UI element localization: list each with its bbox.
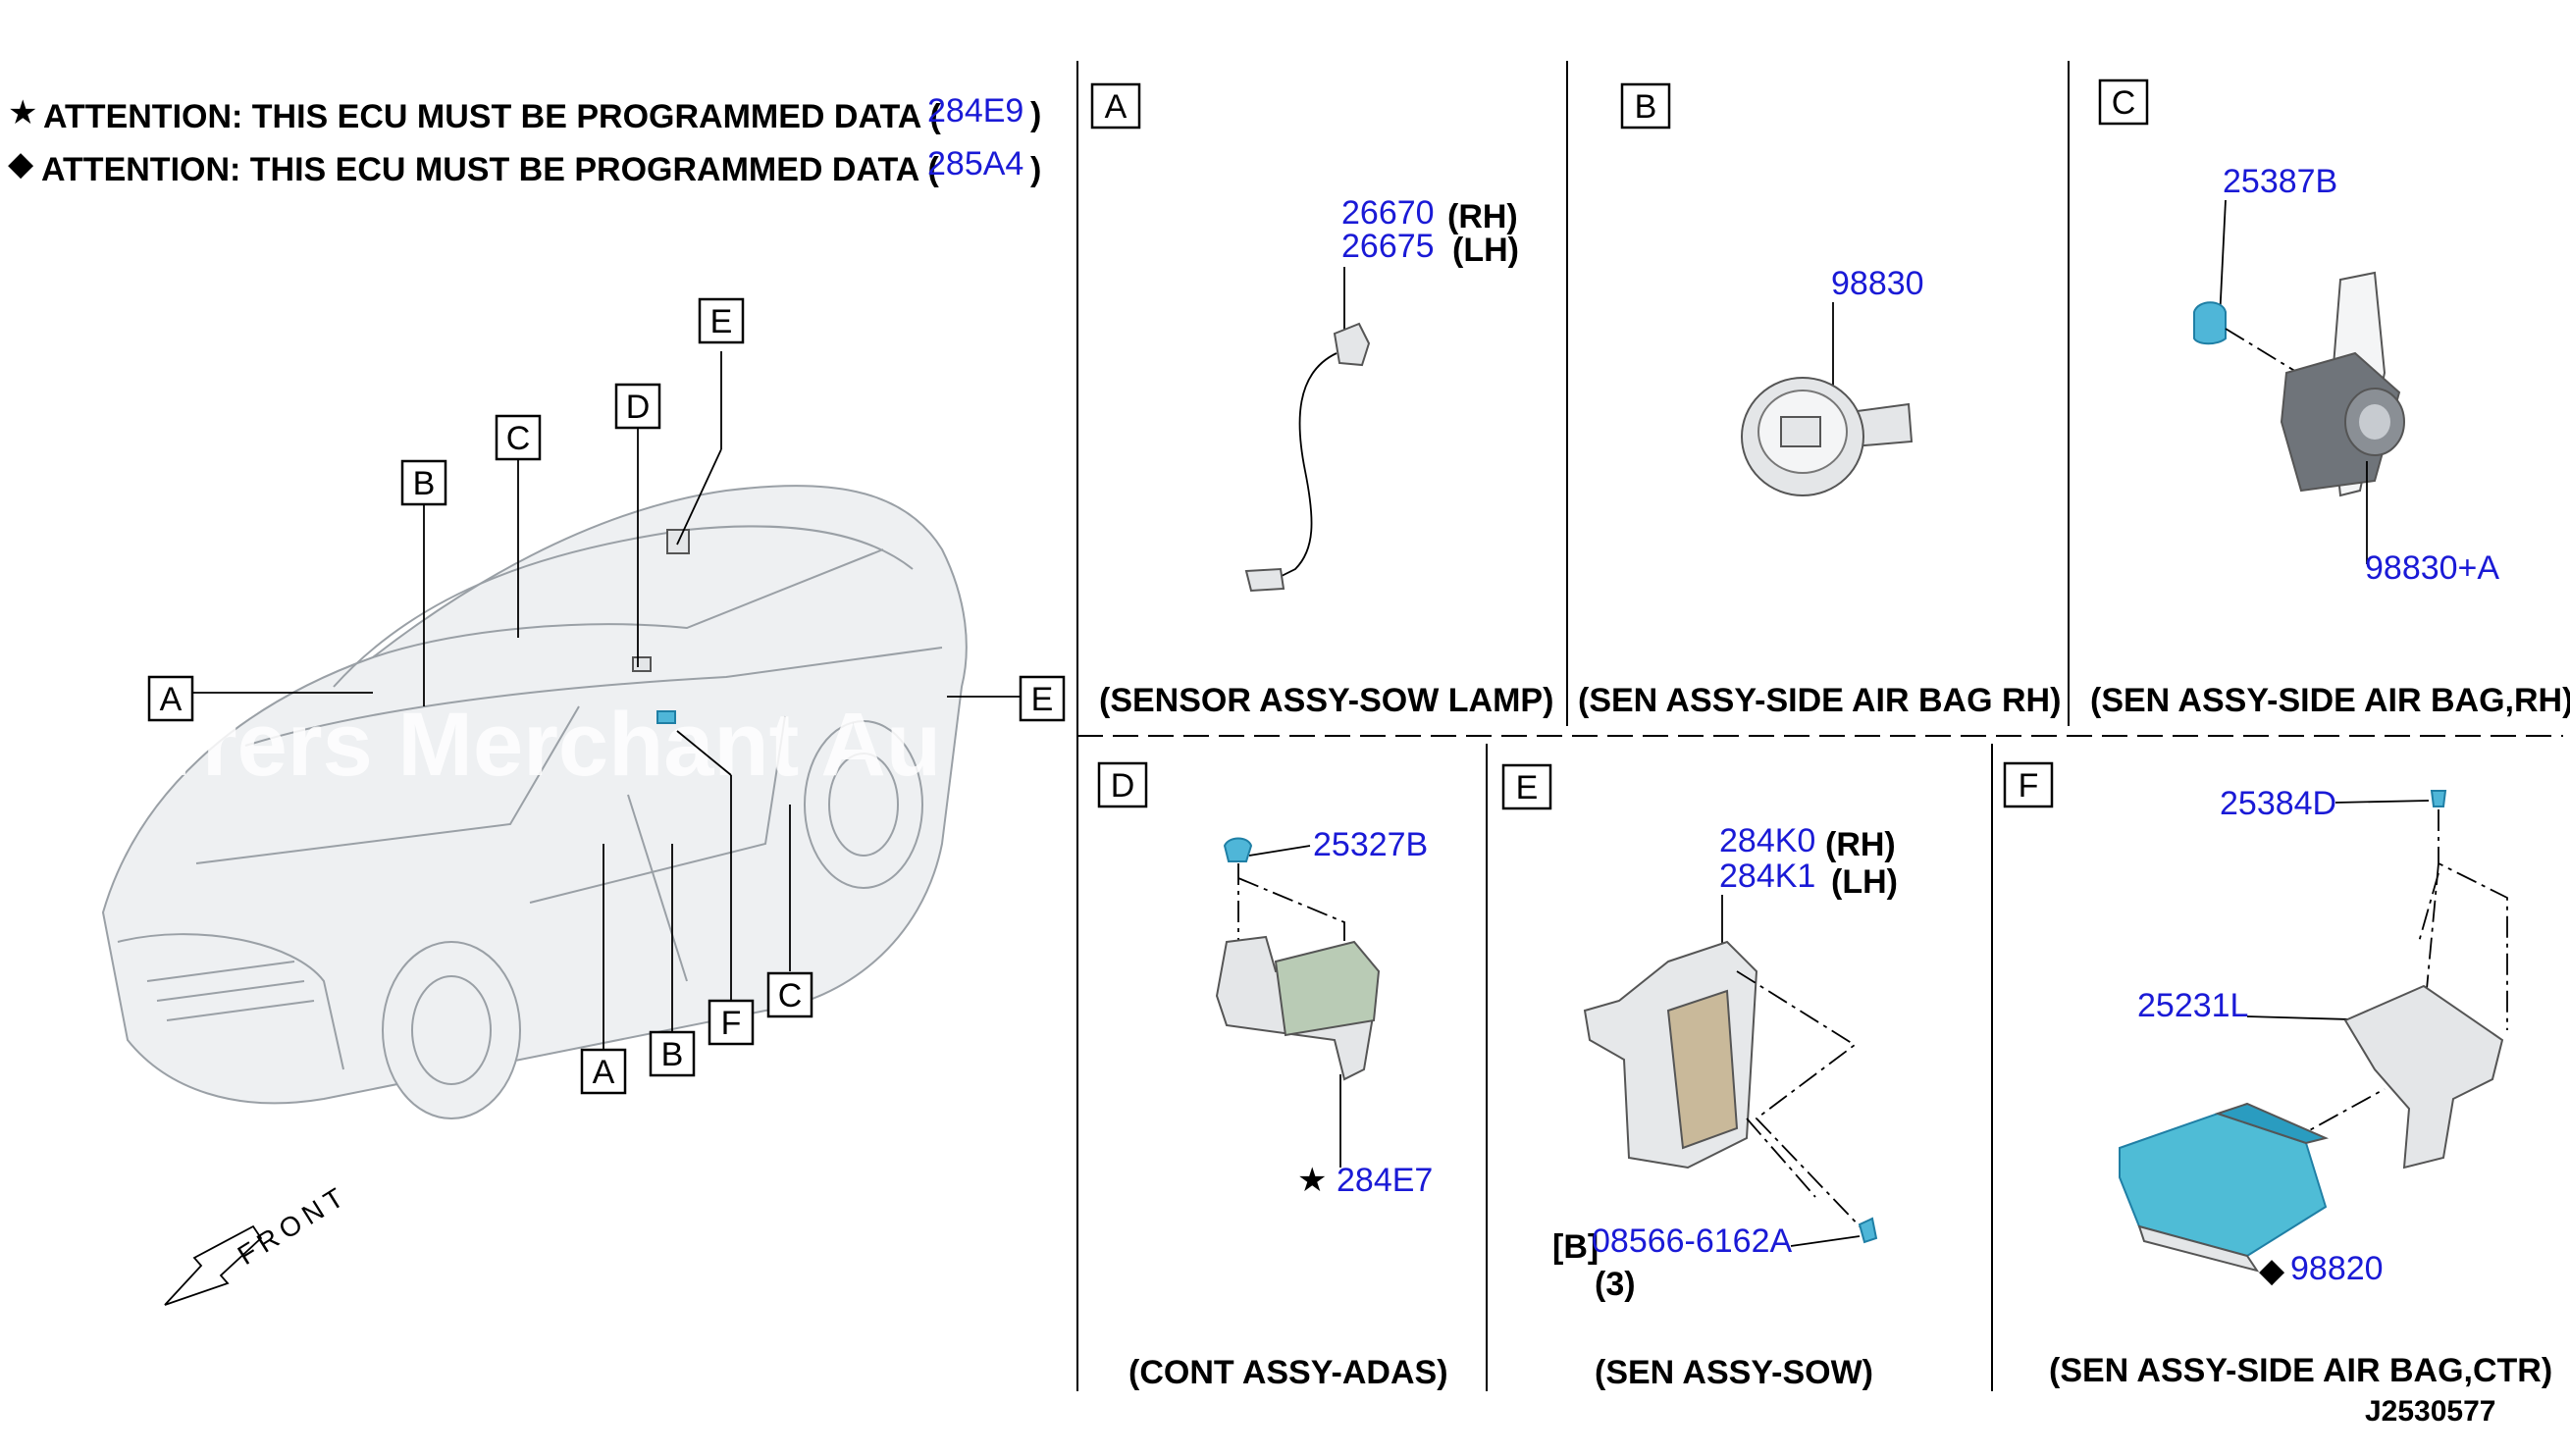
panel-e-caption: (SEN ASSY-SOW)	[1595, 1354, 1873, 1391]
part-number-284K1[interactable]: 284K1	[1719, 858, 1815, 895]
panel-e-letter: E	[1516, 769, 1539, 806]
svg-text:C: C	[506, 420, 531, 457]
front-arrow-icon: FRONT	[164, 1179, 354, 1306]
diamond-symbol: ◆	[8, 145, 34, 182]
part-number-284E9[interactable]: 284E9	[927, 92, 1023, 130]
attention-notes: ★ ATTENTION: THIS ECU MUST BE PROGRAMMED…	[8, 92, 1041, 188]
diagram-id: J2530577	[2365, 1395, 2495, 1428]
callout-c-top[interactable]: C	[495, 414, 542, 461]
watermark: rrers Merchant Au	[167, 695, 941, 795]
part-qty-3: (3)	[1595, 1266, 1636, 1303]
svg-text:F: F	[721, 1005, 742, 1042]
panel-d: D 25327B ★ 284E7 (CONT ASSY-ADAS)	[1097, 761, 1448, 1391]
panel-c-letter: C	[2112, 84, 2136, 122]
car-illustration	[101, 485, 968, 1119]
overview-leaders	[191, 351, 1021, 1050]
panel-f-caption: (SEN ASSY-SIDE AIR BAG,CTR)	[2049, 1352, 2552, 1389]
part-number-25387B[interactable]: 25387B	[2223, 163, 2337, 200]
callout-d-top[interactable]: D	[614, 383, 661, 430]
part-number-285A4[interactable]: 285A4	[927, 145, 1023, 182]
panel-c-caption: (SEN ASSY-SIDE AIR BAG,RH)	[2090, 682, 2570, 719]
panel-d-letter: D	[1111, 767, 1135, 805]
svg-text:A: A	[593, 1054, 615, 1091]
panel-e: E 284K0 (RH) 284K1 (LH) [B] 08566-6162A …	[1501, 763, 1898, 1391]
svg-text:A: A	[160, 681, 183, 718]
part-number-25327B[interactable]: 25327B	[1313, 826, 1428, 863]
panel-b-caption: (SEN ASSY-SIDE AIR BAG RH)	[1578, 682, 2061, 719]
attention-line-1: ATTENTION: THIS ECU MUST BE PROGRAMMED D…	[43, 98, 941, 135]
callout-b-top[interactable]: B	[400, 459, 447, 506]
part-number-98830[interactable]: 98830	[1831, 265, 1924, 302]
part-number-26675[interactable]: 26675	[1341, 228, 1435, 265]
callout-b-bottom[interactable]: B	[649, 1030, 696, 1077]
svg-text:C: C	[778, 977, 803, 1014]
part-number-284K0[interactable]: 284K0	[1719, 822, 1815, 859]
callout-f-bottom[interactable]: F	[708, 999, 755, 1046]
svg-text:B: B	[413, 465, 436, 502]
svg-text:B: B	[661, 1036, 684, 1073]
part-number-284E7[interactable]: 284E7	[1337, 1162, 1433, 1199]
attention-line-2: ATTENTION: THIS ECU MUST BE PROGRAMMED D…	[41, 151, 939, 188]
part-number-25384D[interactable]: 25384D	[2220, 785, 2336, 822]
attention-close-2: )	[1030, 151, 1041, 188]
panel-d-caption: (CONT ASSY-ADAS)	[1128, 1354, 1448, 1391]
callout-c-bottom[interactable]: C	[766, 971, 813, 1018]
part-number-98830-a[interactable]: 98830+A	[2365, 549, 2499, 587]
part-number-25231L[interactable]: 25231L	[2137, 987, 2248, 1024]
part-suffix-lh: (LH)	[1452, 232, 1519, 269]
panel-f-letter: F	[2019, 767, 2039, 805]
svg-text:FRONT: FRONT	[233, 1179, 354, 1271]
panel-frame	[1076, 61, 2563, 1391]
panel-a-letter: A	[1105, 88, 1128, 126]
panel-c: C 25387B 98830+A (SEN ASSY-SIDE AIR BAG,…	[2090, 78, 2570, 719]
svg-text:E: E	[1031, 681, 1054, 718]
callout-a-top[interactable]: A	[147, 675, 194, 722]
panel-a: A 26670 (RH) 26675 (LH) (SENSOR ASSY-SOW…	[1090, 82, 1553, 719]
part-suffix-rh: (RH)	[1447, 198, 1518, 235]
attention-close-1: )	[1030, 96, 1041, 133]
part-prefix-b: [B]	[1552, 1228, 1599, 1266]
panel-a-caption: (SENSOR ASSY-SOW LAMP)	[1099, 682, 1553, 719]
callout-a-bottom[interactable]: A	[580, 1048, 627, 1095]
star-symbol-284E7: ★	[1297, 1162, 1327, 1199]
svg-text:E: E	[710, 303, 733, 340]
part-suffix-rh-e: (RH)	[1825, 826, 1896, 863]
panel-b-letter: B	[1635, 88, 1657, 126]
callout-e-top[interactable]: E	[698, 297, 745, 344]
callout-e-right[interactable]: E	[1019, 675, 1066, 722]
svg-text:D: D	[626, 389, 651, 426]
part-number-26670[interactable]: 26670	[1341, 194, 1435, 232]
star-symbol: ★	[8, 94, 37, 131]
part-suffix-lh-e: (LH)	[1831, 863, 1898, 901]
part-number-08566-6162A[interactable]: 08566-6162A	[1592, 1222, 1793, 1260]
panel-b: B 98830 (SEN ASSY-SIDE AIR BAG RH)	[1578, 82, 2061, 719]
diamond-symbol-98820: ◆	[2259, 1252, 2285, 1289]
part-number-98820[interactable]: 98820	[2290, 1250, 2384, 1287]
overview-callouts: A B C D E E F C	[147, 297, 1066, 1095]
panel-f: F 25384D 25231L ◆ 98820 (SEN ASSY-SIDE A…	[2003, 761, 2552, 1389]
sensor-highlight	[656, 710, 676, 724]
